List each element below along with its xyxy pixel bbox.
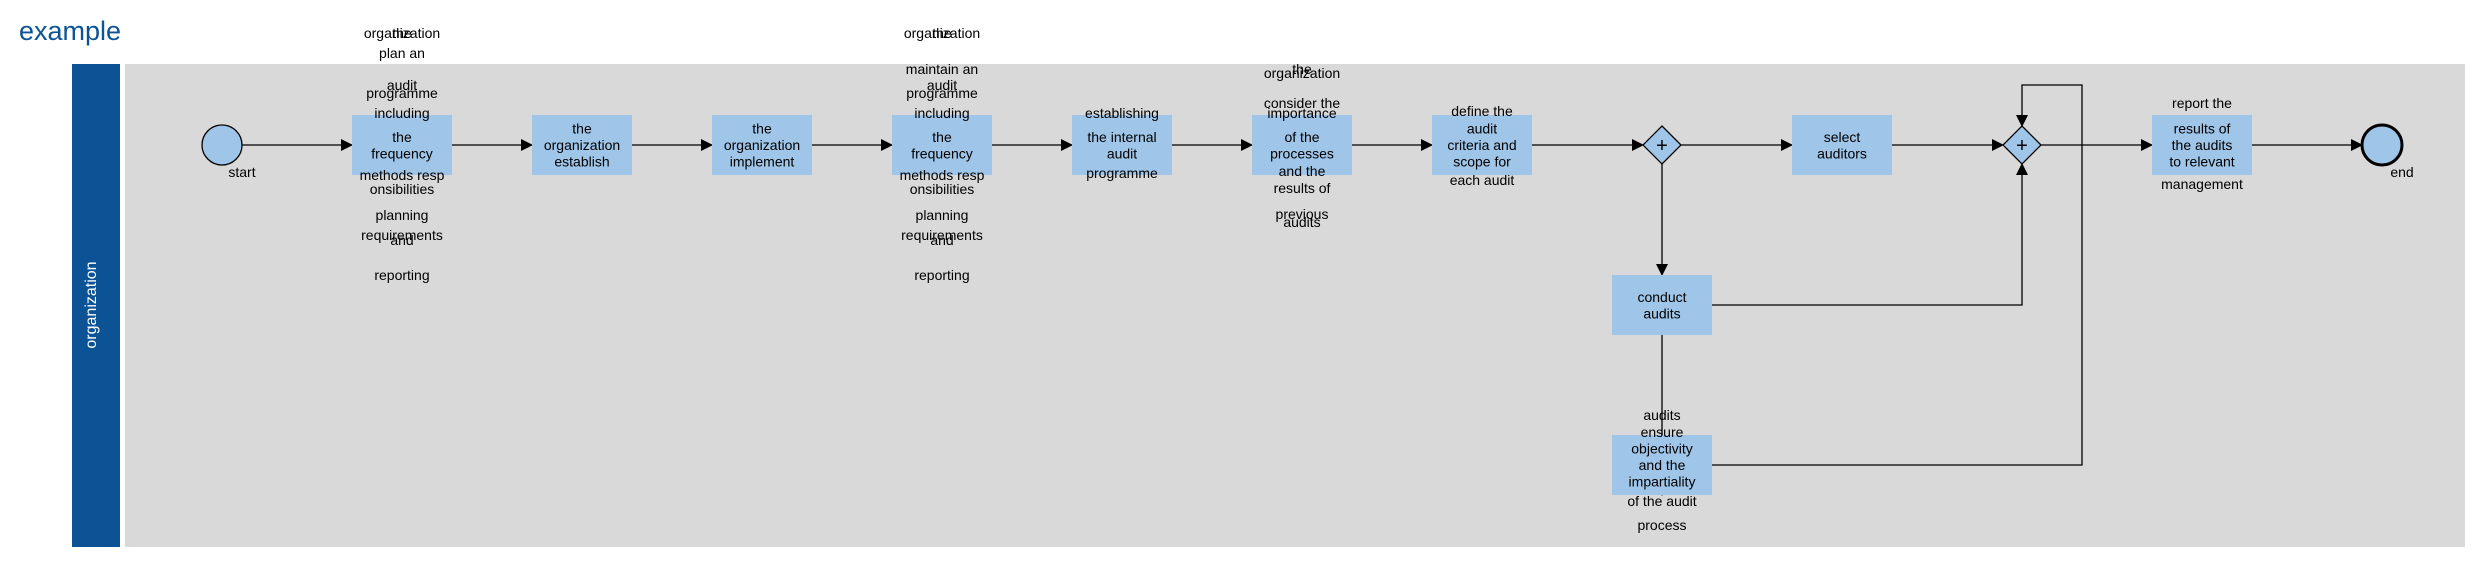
sequence-flow [1712, 163, 2028, 306]
overflow-label: each audit [1450, 172, 1515, 188]
overflow-label: requirements [901, 227, 983, 243]
overflow-label: ensure [1641, 424, 1684, 440]
overflow-label: results of [1274, 180, 1331, 196]
task-box[interactable] [1612, 435, 1712, 495]
task-label: of the [1284, 129, 1319, 145]
task-label: audits [1643, 305, 1680, 321]
overflow-label: onsibilities [370, 181, 435, 197]
overflow-label: and the [1279, 163, 1326, 179]
overflow-label: programme [366, 85, 438, 101]
overflow-label: maintain an [906, 61, 978, 77]
overflow-label: reporting [914, 267, 969, 283]
overflow-label: programme [906, 85, 978, 101]
task-box[interactable] [712, 115, 812, 175]
task-label: organization [724, 137, 800, 153]
overflow-label: audits [1643, 407, 1680, 423]
overflow-label: process [1637, 517, 1686, 533]
overflow-label: including [374, 105, 429, 121]
overflow-label: audits [1283, 214, 1320, 230]
overflow-label: consider the [1264, 95, 1340, 111]
overflow-label: audit [387, 77, 417, 93]
task-label: audit [1467, 121, 1497, 137]
overflow-label: audit [927, 77, 957, 93]
task-label: the [752, 121, 772, 137]
task-label: objectivity [1631, 441, 1692, 457]
task-label: auditors [1817, 145, 1867, 161]
task-box[interactable] [532, 115, 632, 175]
task-label: results of [2174, 121, 2231, 137]
sequence-flow [1712, 84, 2083, 466]
overflow-label: the [932, 25, 952, 41]
overflow-label: programme [1086, 165, 1158, 181]
overflow-label: the [392, 25, 412, 41]
overflow-label: and [390, 232, 413, 248]
task-box[interactable] [1072, 115, 1172, 175]
overflow-label: methods resp [360, 167, 445, 183]
overflow-label: organization [1264, 65, 1340, 81]
task-label: processes [1270, 145, 1334, 161]
task-box[interactable] [1252, 115, 1352, 175]
parallel-gateway[interactable] [1642, 125, 1682, 165]
task-label: the internal [1087, 129, 1156, 145]
task-box[interactable] [1792, 115, 1892, 175]
task-label: conduct [1637, 289, 1686, 305]
task-box[interactable] [1612, 275, 1712, 335]
task-label: the [572, 121, 592, 137]
pool-label: organization [83, 261, 100, 348]
overflow-label: management [2161, 176, 2243, 192]
overflow-label: including [914, 105, 969, 121]
pool-header [72, 64, 120, 547]
task-label: the [392, 129, 412, 145]
overflow-label: report the [2172, 95, 2232, 111]
task-label: audit [1107, 145, 1137, 161]
overflow-label: reporting [374, 267, 429, 283]
task-label: frequency [911, 145, 972, 161]
overflow-label: define the [1451, 103, 1513, 119]
task-label: the audits [2172, 137, 2233, 153]
overflow-label: of the audit [1627, 493, 1696, 509]
start-event-label: start [228, 164, 255, 180]
overflow-label: requirements [361, 227, 443, 243]
overflow-label: plan an [379, 45, 425, 61]
overflow-label: and [930, 232, 953, 248]
sequence-flows [242, 84, 2363, 496]
overflow-label: establishing [1085, 105, 1159, 121]
task-box[interactable] [1432, 115, 1532, 175]
task-label: establish [554, 154, 609, 170]
task-label: and the [1639, 457, 1686, 473]
overflow-label: importance [1267, 105, 1336, 121]
task-box[interactable] [892, 115, 992, 175]
diagram-title: example [19, 16, 122, 46]
parallel-gateway[interactable] [2002, 125, 2042, 165]
task-label: implement [730, 154, 795, 170]
task-box[interactable] [352, 115, 452, 175]
end-event-label: end [2390, 164, 2413, 180]
task-label: impartiality [1629, 474, 1696, 490]
overflow-label: organization [904, 25, 980, 41]
overflow-label: the [1292, 61, 1312, 77]
overflow-label: organization [364, 25, 440, 41]
task-box[interactable] [2152, 115, 2252, 175]
overflow-label: planning [916, 207, 969, 223]
task-label: scope for [1453, 154, 1511, 170]
task-label: to relevant [2169, 154, 2234, 170]
end-event[interactable] [2360, 123, 2404, 167]
start-event[interactable] [201, 124, 243, 166]
overflow-label: planning [376, 207, 429, 223]
overflow-label: previous [1276, 206, 1329, 222]
task-label: criteria and [1447, 137, 1516, 153]
gateway-symbol: + [2016, 135, 2028, 157]
task-label: select [1824, 129, 1861, 145]
overflow-label: onsibilities [910, 181, 975, 197]
task-label: organization [544, 137, 620, 153]
gateway-symbol: + [1656, 135, 1668, 157]
task-label: the [932, 129, 952, 145]
overflow-label: methods resp [900, 167, 985, 183]
task-label: frequency [371, 145, 432, 161]
